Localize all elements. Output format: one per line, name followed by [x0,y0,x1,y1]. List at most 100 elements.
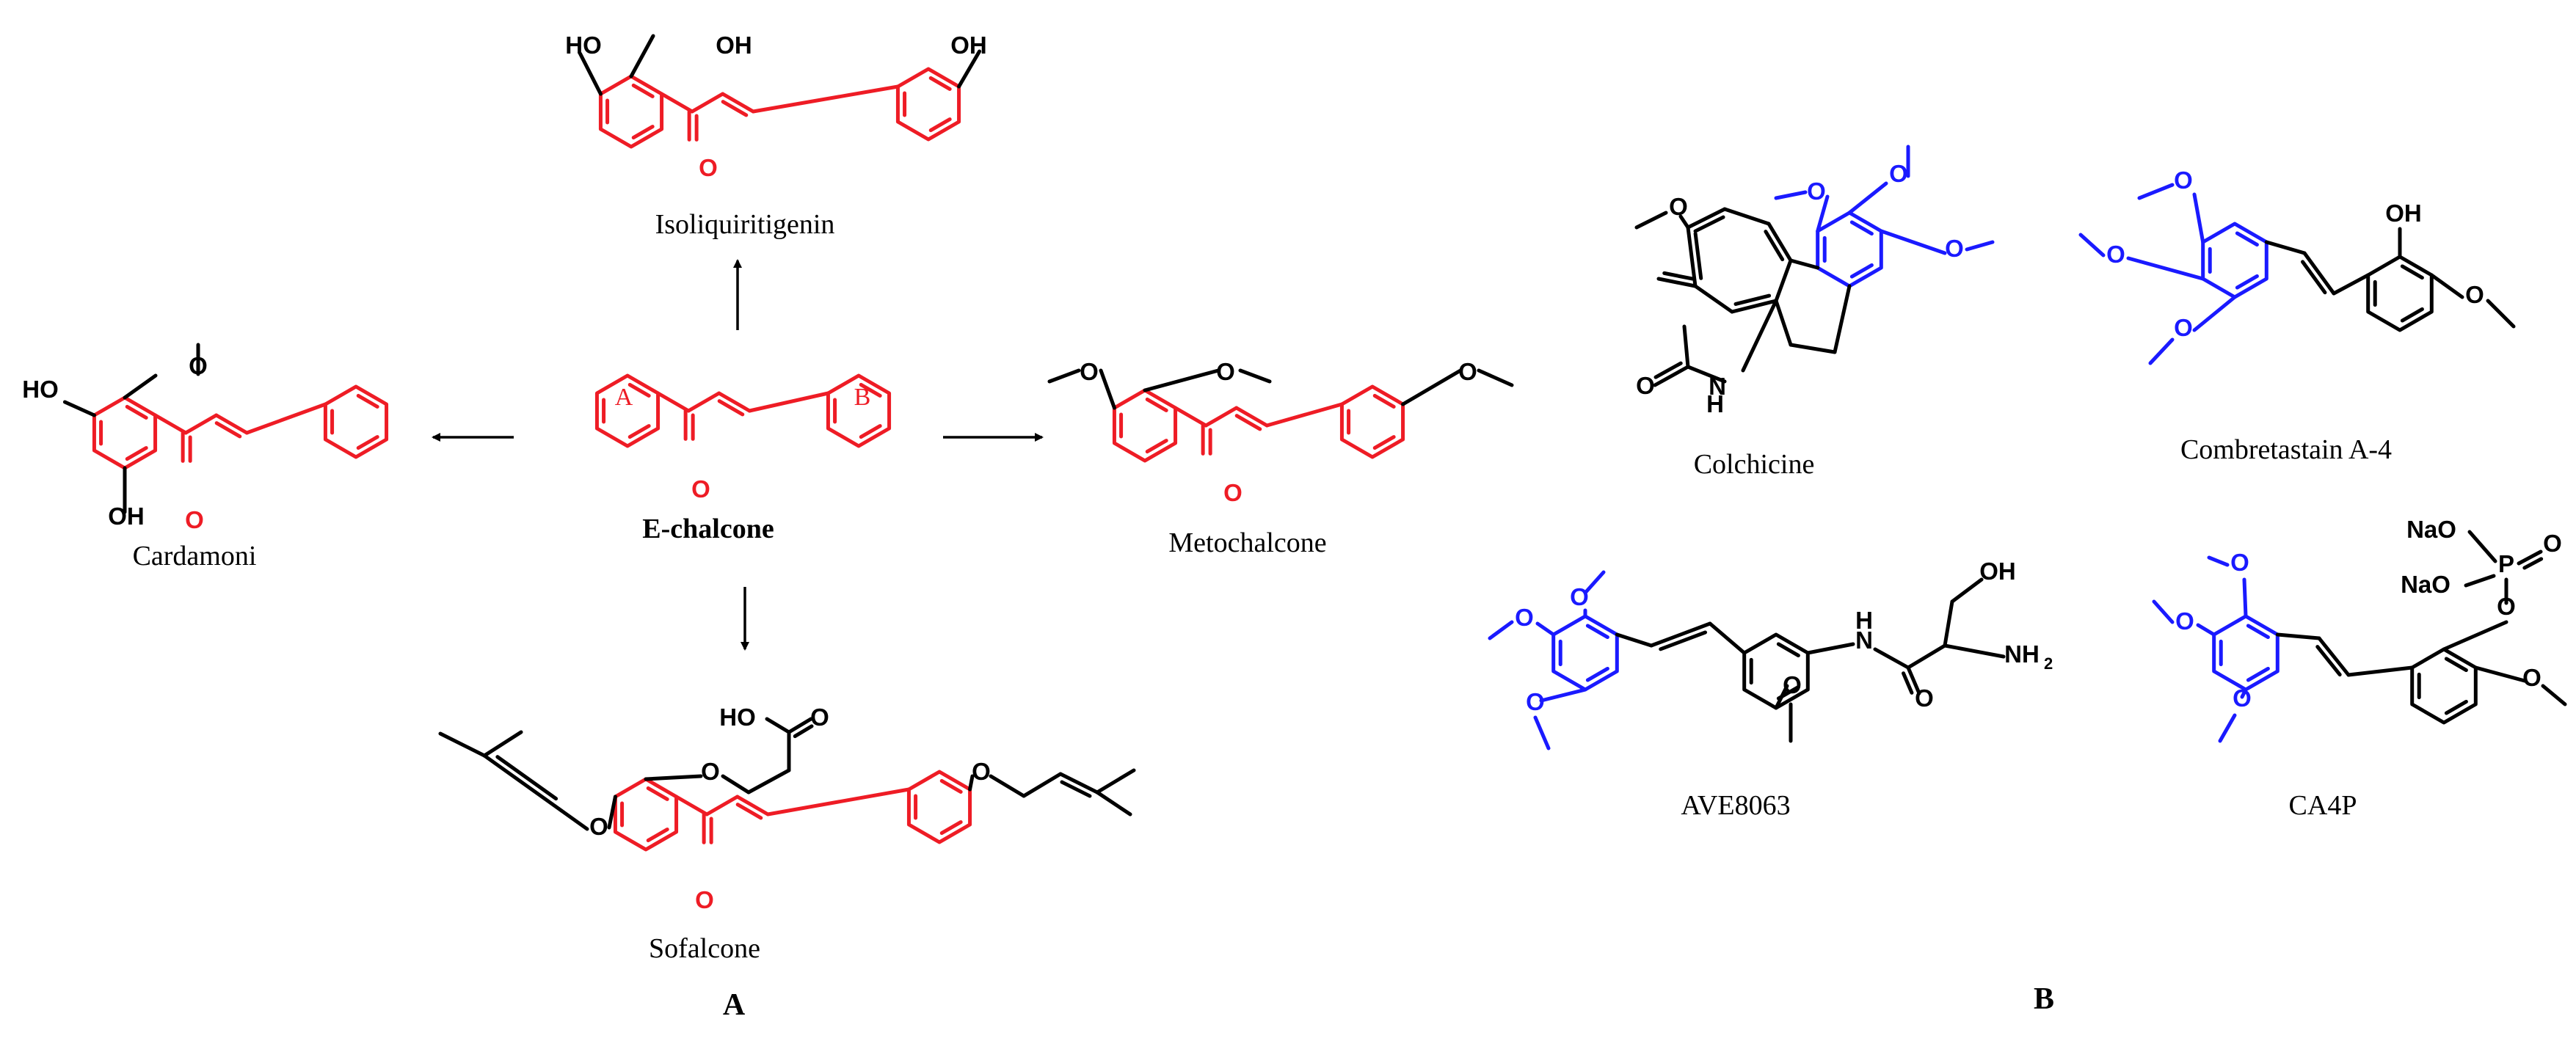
combretastatin-trimethoxy-ring [2201,222,2268,299]
isoliquiritigenin-ring-a [598,74,664,149]
atom-ho: HO [565,32,602,59]
atom-p: P [2498,550,2514,577]
bond-ho [578,51,603,96]
bond-cooh [793,724,814,739]
bond-ring [1789,343,1837,354]
bond-chain [721,774,751,795]
bond-prenyl [438,731,487,758]
tropolone-bond [1730,299,1778,314]
atom-n: N [1855,627,1873,654]
ca4p-trimethoxy-ring-double-bond [2246,666,2270,682]
sofalcone-ring-b [906,770,972,844]
isoliquiritigenin-alkene [721,100,749,117]
bond-o [2242,577,2248,618]
bond-chain [989,774,1026,798]
bond-chain [1095,768,1136,795]
atom-o: O [1526,688,1545,715]
atom-o: O [2233,684,2252,712]
bond-amide-co [1653,361,1683,379]
atom-o: O [2543,530,2562,557]
bond-amide [1873,647,1910,670]
sofalcone-bond [765,787,911,817]
isoliquiritigenin-bond [751,84,900,114]
sofalcone-ring-a-double-bond [646,786,669,801]
bond-methyl [1583,570,1606,595]
atom-nh2-subscript: 2 [2044,654,2053,673]
atom-o: O [2522,664,2542,691]
metochalcone-ring-a-double-bond [1145,439,1168,454]
bond-link [2264,240,2307,255]
bond-o [968,774,975,792]
atom-nao: NaO [2406,516,2456,543]
atom-o: O [1636,372,1655,399]
bond-amide-co [1902,671,1914,695]
cardamoni-bond [183,413,219,435]
atom-o: O [2174,314,2193,341]
isoliquiritigenin-ring-a-double-bond [631,83,655,98]
atom-o: O [2106,241,2125,268]
ave8063-ring-b-double-bond [1776,642,1800,658]
ring-label-a: A [615,384,633,411]
cardamoni-ring-b-double-bond [356,393,379,409]
atom-oh: OH [2385,200,2422,227]
label-ca4p: CA4P [2289,790,2357,821]
metochalcone-ring-b-double-bond [1372,393,1396,409]
bond-layer [62,34,2567,852]
bond-o [1879,229,1947,255]
colchicine-trimethoxy-ring-double-bond [1849,263,1874,279]
bond-o [2126,256,2205,281]
bond-n [1805,642,1855,655]
sofalcone-alkene [735,795,770,817]
bond-methyl [1774,190,1808,200]
cardamoni-ring-b-double-bond [356,435,379,450]
tropolone-bond [1733,293,1772,306]
atom-o: O [1807,178,1826,205]
bond-chain [1906,643,1947,670]
bond-methyl [2152,599,2175,624]
cardamoni-bond [153,413,188,435]
isoliquiritigenin-ring-b-double-bond [928,76,952,91]
metochalcone-ring-a [1112,388,1178,463]
bond-o [1535,621,1556,637]
bond-o [1678,214,1690,230]
bond-amide [1686,365,1727,384]
ca4p-trimethoxy-ring-double-bond [2246,624,2270,640]
atom-h: H [1855,607,1873,634]
ring-label-b: B [854,384,871,411]
e-chalcone-ring-b-double-bond [859,424,882,439]
bond-ring [1833,284,1852,354]
atom-o: O [189,352,208,379]
bond-link [2275,632,2321,640]
metochalcone-bond [1174,406,1208,428]
metochalcone-alkene [1234,414,1262,431]
atom-o: O [1669,193,1688,220]
atom-o: O [1216,358,1235,385]
e-chalcone-alkene [717,391,752,413]
bond-ring [1774,299,1793,347]
bond-alkene [1058,772,1099,795]
e-chalcone-ring-a-double-bond [627,424,651,439]
cardamoni-ring-b [323,384,389,459]
colchicine-trimethoxy-ring [1816,211,1883,288]
ave8063-trimethoxy-ring-double-bond [1585,624,1609,640]
bond-oh [629,34,655,78]
metochalcone-bond [1265,402,1344,428]
atom-o: O [972,758,991,785]
bond-prenyl [495,755,559,801]
label-e-chalcone: E-chalcone [642,514,774,544]
bond-chain [1943,643,2006,659]
label-sofalcone: Sofalcone [649,933,760,964]
sofalcone-ring-b-double-bond [939,820,963,836]
bond-chain [746,768,791,795]
bond-o [607,795,617,830]
atom-nh2: NH [2004,640,2040,668]
bond-o [1539,687,1587,703]
bond-methyl [2218,713,2237,743]
bond-methyl [2541,684,2567,706]
e-chalcone-ring-b-double-bond [859,382,882,398]
colchicine-trimethoxy-ring-double-bond [1849,220,1874,236]
metochalcone-ring-a-double-bond [1145,397,1168,412]
combretastatin-trimethoxy-ring-double-bond [2235,274,2259,290]
tropolone-bond [1686,225,1698,288]
atom-h: H [1706,390,1724,417]
